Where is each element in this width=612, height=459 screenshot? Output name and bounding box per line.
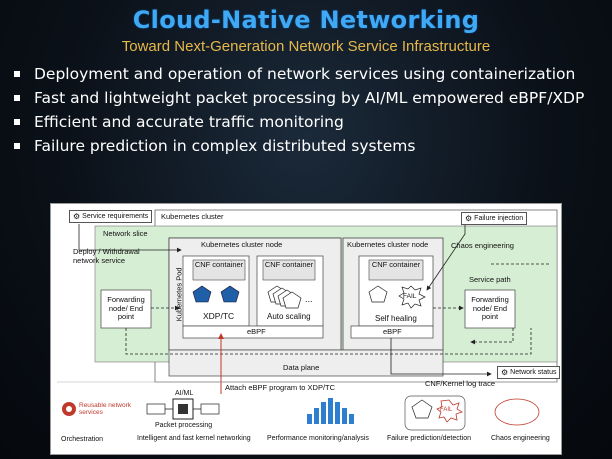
performance-monitoring-label: Performance monitoring/analysis	[267, 435, 369, 442]
cnf-container-1	[192, 259, 246, 281]
reusable-label: Reusable network services	[79, 402, 132, 417]
bullet-item: Efficient and accurate traffic monitorin…	[14, 110, 604, 134]
chaos-engineering-bottom-label: Chaos engineering	[491, 435, 550, 442]
aiml-label: AI/ML	[175, 390, 194, 397]
pod-label: Kubernetes Pod	[174, 267, 184, 322]
attach-ebpf-label: Attach eBPF program to XDP/TC	[225, 383, 336, 392]
chaos-cycle-icon	[494, 398, 540, 426]
monitoring-chart-icon	[307, 398, 354, 424]
fail-bottom-label: FAIL	[440, 407, 453, 413]
failure-prediction-label: Failure prediction/detection	[387, 435, 472, 442]
bullet-text: Failure prediction in complex distribute…	[34, 137, 416, 155]
cnf-pentagon	[192, 285, 212, 303]
scaled-pentagon	[282, 291, 302, 309]
service-requirements-tag: ⚙Service requirements	[69, 210, 153, 223]
bullet-marker	[14, 143, 20, 149]
gear-icon: ⚙	[465, 214, 473, 223]
node1-title: Kubernetes cluster node	[201, 240, 283, 249]
failure-injection-tag: ⚙Failure injection	[461, 212, 528, 225]
auto-scaling-label: Auto scaling	[267, 312, 311, 321]
packet-box	[146, 403, 166, 415]
ebpf-label: eBPF	[383, 327, 402, 336]
service-path-line	[125, 328, 532, 355]
bullet-text: Deployment and operation of network serv…	[34, 65, 576, 83]
orchestration-label: Orchestration	[61, 436, 104, 443]
bullet-list: Deployment and operation of network serv…	[14, 62, 604, 158]
architecture-diagram: ⚙Service requirements Kubernetes cluster…	[50, 203, 562, 455]
forwarding-right-label: Forwarding node/ End point	[471, 295, 509, 322]
cnf-container-2	[262, 259, 316, 281]
bullet-item: Fast and lightweight packet processing b…	[14, 86, 604, 110]
cnf-container-3	[368, 259, 424, 281]
bullet-marker	[14, 119, 20, 125]
fail-burst	[398, 285, 426, 309]
ellipsis-label: ...	[305, 294, 313, 304]
gear-icon: ⚙	[73, 212, 81, 221]
bullet-marker	[14, 95, 20, 101]
cnf-container-label: CNF container	[194, 260, 244, 269]
self-healing-label: Self healing	[375, 314, 417, 323]
deploy-label: Deploy / Withdrawal network service	[73, 247, 140, 265]
bullet-text: Efficient and accurate traffic monitorin…	[34, 113, 344, 131]
cnf-container-label: CNF container	[371, 260, 421, 269]
cnf-container-label: CNF container	[264, 260, 314, 269]
tag-label: Network status	[510, 369, 557, 376]
gear-icon: ⚙	[501, 368, 509, 377]
forwarding-box-right	[464, 289, 516, 329]
network-status-tag: ⚙Network status	[497, 366, 561, 379]
data-plane-label: Data plane	[283, 363, 320, 372]
packet-processing-label: Packet processing	[155, 422, 213, 429]
cnf-pentagon	[220, 285, 240, 303]
tag-label: Failure injection	[474, 215, 524, 222]
forwarding-box-left	[100, 289, 152, 329]
bullet-item: Deployment and operation of network serv…	[14, 62, 604, 86]
bullet-text: Fast and lightweight packet processing b…	[34, 89, 585, 107]
diagram-graphics	[57, 209, 558, 431]
service-path-label: Service path	[469, 275, 511, 284]
network-slice-label: Network slice	[103, 229, 148, 238]
kubernetes-cluster-label: Kubernetes cluster	[161, 212, 224, 221]
tag-label: Service requirements	[82, 213, 149, 220]
chaos-engineering-label: Chaos engineering	[451, 241, 514, 250]
xdp-tc-label: XDP/TC	[203, 311, 235, 321]
forwarding-left-label: Forwarding node/ End point	[107, 295, 145, 322]
node2-title: Kubernetes cluster node	[347, 240, 429, 249]
log-trace-label: CNF/Kernel log trace	[425, 379, 496, 388]
ebpf-label: eBPF	[247, 327, 266, 336]
bullet-item: Failure prediction in complex distribute…	[14, 134, 604, 158]
ebpf-bar-2	[350, 325, 434, 339]
intelligent-kernel-label: Intelligent and fast kernel networking	[137, 435, 251, 442]
slide-title: Cloud-Native Networking	[132, 6, 480, 34]
bullet-marker	[14, 71, 20, 77]
slide-subtitle: Toward Next-Generation Network Service I…	[121, 38, 491, 55]
fail-label: FAIL	[403, 293, 417, 300]
